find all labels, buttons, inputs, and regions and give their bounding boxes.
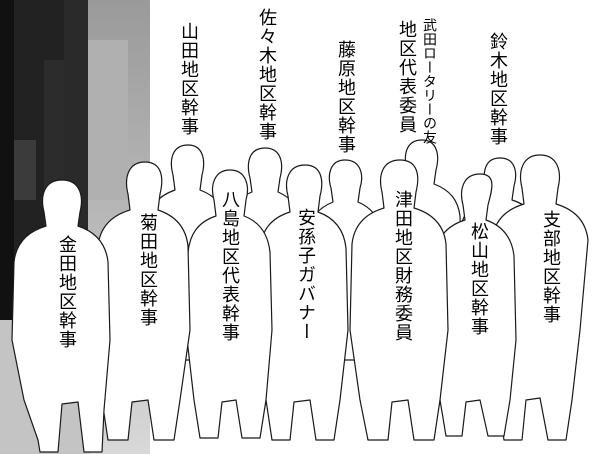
label-suzuki: 鈴木地区幹事 — [487, 32, 508, 146]
silhouette-yashima — [185, 169, 273, 439]
label-sasaki: 佐々木地区幹事 — [256, 8, 277, 141]
label-matsuyama: 松山地区幹事 — [468, 222, 489, 336]
silhouette-matsuyama — [432, 173, 517, 437]
silhouette-tsuda — [349, 159, 449, 441]
label-kaneda: 金田地区幹事 — [56, 235, 77, 349]
label-shibu: 支部地区幹事 — [540, 210, 561, 324]
label-yamada: 山田地区幹事 — [178, 22, 199, 136]
label-governor: 安孫子ガバナー — [295, 208, 316, 341]
label-tsuda: 津田地区財務委員 — [392, 190, 413, 342]
label-kikuta: 菊田地区幹事 — [137, 213, 158, 327]
silhouette-kikuta — [93, 161, 191, 441]
label-takeda-line1: 武田ロータリーの友 — [421, 18, 437, 144]
silhouette-kaneda — [11, 179, 111, 453]
silhouette-shibu — [489, 154, 589, 441]
silhouette-governor — [257, 164, 349, 441]
label-fujiwara: 藤原地区幹事 — [335, 40, 356, 154]
label-takeda-line2: 地区代表委員 — [396, 20, 417, 134]
label-yashima: 八島地区代表幹事 — [219, 190, 240, 342]
